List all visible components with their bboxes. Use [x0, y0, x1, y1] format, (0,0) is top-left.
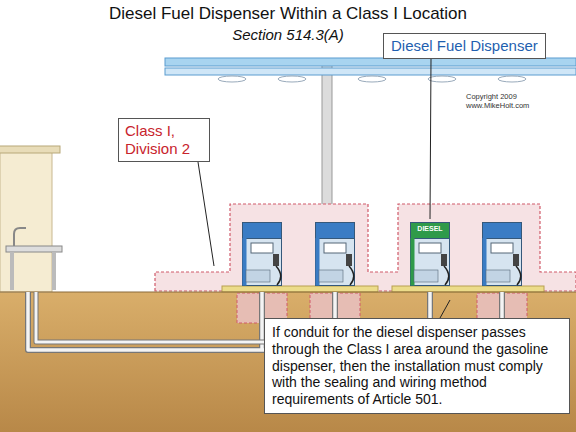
dispenser-islands — [0, 286, 576, 292]
leader-line — [430, 59, 431, 219]
illustration-part — [14, 228, 26, 246]
illustration-part — [52, 252, 56, 290]
illustration-part — [358, 76, 386, 82]
fuel-dispensers — [243, 223, 522, 286]
illustration-part — [243, 223, 282, 286]
illustration-part — [10, 252, 14, 290]
illustration-part — [392, 286, 544, 292]
box-text: Diesel Fuel Dispenser — [391, 37, 538, 55]
building — [0, 146, 62, 292]
dispenser-label: DIESEL — [410, 225, 450, 233]
canopy — [165, 58, 576, 290]
leader-line — [440, 300, 450, 318]
illustration-part — [222, 286, 378, 292]
copyright-note: Copyright 2009 www.MikeHolt.com — [466, 92, 544, 110]
illustration-part — [278, 76, 306, 82]
earth — [0, 292, 576, 432]
illustration-part — [0, 146, 60, 153]
illustration-part — [165, 58, 576, 66]
box-text: Class I, Division 2 — [125, 122, 203, 158]
callout-box: Diesel Fuel Dispenser — [383, 33, 546, 59]
illustration-part — [316, 223, 355, 286]
illustration-part — [428, 76, 456, 82]
illustration-part — [498, 76, 526, 82]
note-box: If conduit for the diesel dispenser pass… — [264, 318, 570, 414]
illustration-part — [0, 152, 52, 292]
box-text: If conduit for the diesel dispenser pass… — [272, 324, 562, 408]
illustration-part — [218, 76, 246, 82]
illustration-part — [6, 246, 62, 252]
diagram-title: Diesel Fuel Dispenser Within a Class I L… — [0, 4, 576, 24]
callout-box: Class I, Division 2 — [118, 118, 210, 162]
illustration-part — [0, 292, 576, 293]
illustration-part — [411, 223, 450, 286]
illustration-part — [155, 204, 576, 291]
illustration-part — [483, 223, 522, 286]
illustration-part — [165, 68, 576, 75]
leader-line — [198, 162, 214, 266]
class-i-area — [155, 204, 576, 323]
